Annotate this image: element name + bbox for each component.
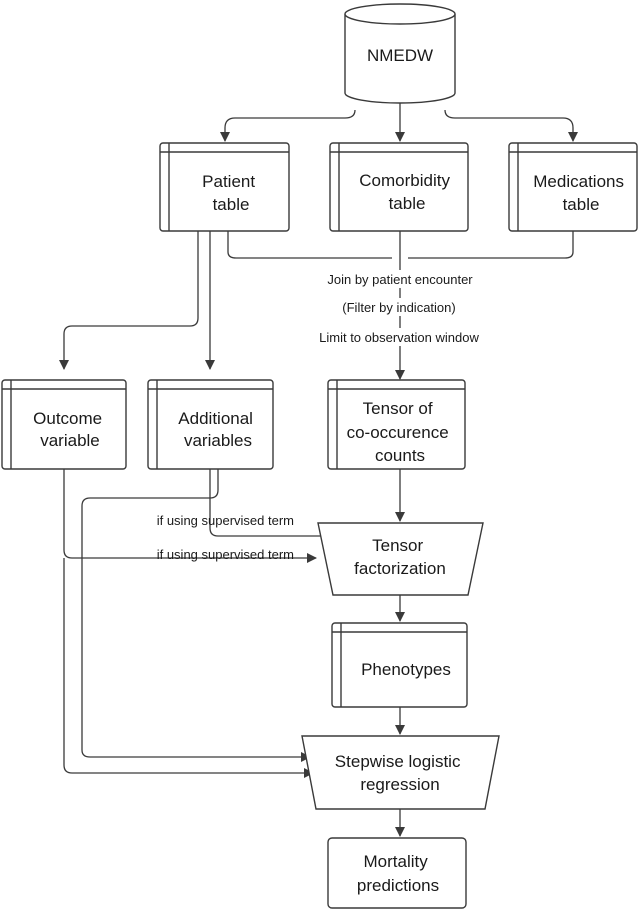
label-phenotypes: Phenotypes (361, 660, 451, 679)
label-nmedw: NMEDW (367, 46, 433, 65)
label-tensor-counts: Tensor of co-occurence counts (347, 399, 454, 465)
label-comorbidity: Comorbidity table (359, 171, 454, 213)
edge-outcome-factorization (63, 469, 317, 563)
edge-join-medications (408, 231, 574, 259)
edge-label-supervised-2: if using supervised term (157, 547, 294, 562)
edge-labels: Join by patient encounter (Filter by ind… (157, 272, 480, 562)
table-patient (159, 142, 290, 232)
box-predictions (327, 837, 467, 909)
nodes (1, 3, 638, 909)
label-factorization: Tensor factorization (354, 536, 446, 578)
table-outcome (1, 379, 127, 470)
edge-additional-factorization (209, 469, 331, 541)
table-additional (147, 379, 274, 470)
process-regression (301, 735, 500, 810)
connectors (59, 92, 578, 837)
process-factorization (317, 522, 484, 596)
table-comorbidity (329, 142, 469, 232)
edge-join-patient (227, 231, 392, 259)
table-medications (508, 142, 638, 232)
edge-nmedw-patient (220, 109, 356, 142)
label-outcome: Outcome variable (33, 409, 107, 450)
edge-label-backgrounds (300, 270, 500, 346)
edge-nmedw-medications (444, 109, 578, 142)
table-tensor-counts (327, 379, 466, 470)
database-nmedw (344, 3, 456, 104)
label-predictions: Mortality predictions (357, 852, 439, 895)
edge-label-limit: Limit to observation window (319, 330, 479, 345)
edge-additional-regression (81, 469, 311, 762)
label-regression: Stepwise logistic regression (335, 752, 465, 794)
label-medications: Medications table (533, 172, 628, 214)
label-additional: Additional variables (178, 409, 257, 450)
edge-label-join: Join by patient encounter (327, 272, 473, 287)
edge-label-supervised-1: if using supervised term (157, 513, 294, 528)
label-patient: Patient table (202, 172, 260, 214)
edge-patient-outcome (59, 231, 199, 370)
node-labels: NMEDW Patient table Comorbidity table Me… (33, 46, 628, 895)
edge-label-filter: (Filter by indication) (342, 300, 455, 315)
table-phenotypes (331, 622, 468, 708)
edge-outcome-regression (63, 558, 314, 778)
